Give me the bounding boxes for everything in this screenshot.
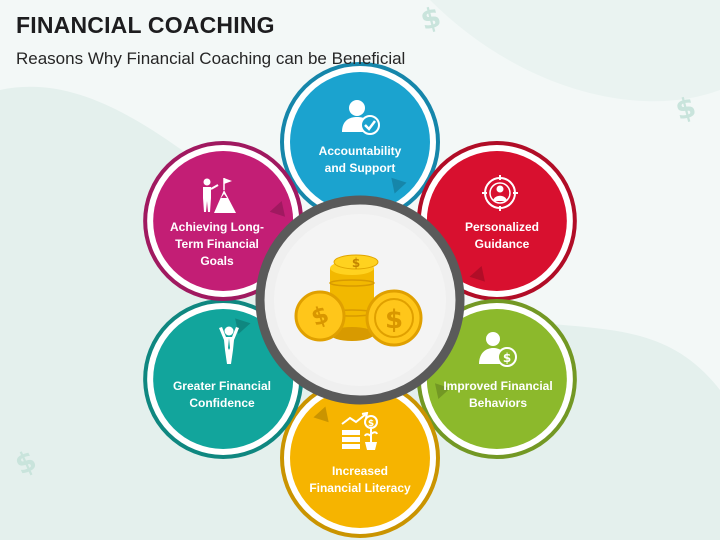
arrow-long-term-goals (269, 201, 286, 217)
svg-text:$: $ (385, 305, 403, 335)
page-subtitle: Reasons Why Financial Coaching can be Be… (16, 49, 406, 68)
petal-personalized-guidance (416, 141, 577, 301)
petal-financial-literacy (280, 378, 440, 538)
petal-label-financial-literacy: Increased Financial Literacy (309, 464, 411, 495)
gold-coins-icon: $ $ $ (294, 254, 423, 347)
arrow-financial-literacy (313, 406, 329, 423)
arrow-personalized-guidance (469, 265, 485, 282)
petal-label-financial-confidence: Greater Financial Confidence (172, 379, 272, 410)
arrow-improved-behaviors (434, 383, 451, 399)
svg-text:$: $ (352, 256, 360, 270)
confident-person-icon (219, 326, 239, 364)
svg-text:$: $ (368, 419, 374, 429)
arrow-financial-confidence (235, 318, 251, 335)
petal-financial-confidence (143, 299, 304, 459)
money-growth-icon: $ (341, 412, 378, 450)
petal-label-accountability: Accountability and Support (318, 144, 402, 175)
petal-long-term-goals (143, 141, 304, 301)
petal-label-long-term-goals: Achieving Long- Term Financial Goals (170, 220, 264, 268)
summit-flag-icon (203, 178, 236, 213)
person-check-icon (342, 100, 380, 135)
arrow-accountability (391, 177, 407, 194)
petal-label-improved-behaviors: Improved Financial Behaviors (443, 379, 553, 410)
target-person-icon (482, 175, 518, 211)
page-title: FINANCIAL COACHING (16, 12, 275, 38)
person-dollar-icon: $ (479, 332, 517, 367)
petal-label-personalized-guidance: Personalized Guidance (464, 220, 540, 251)
svg-text:$: $ (503, 351, 511, 365)
